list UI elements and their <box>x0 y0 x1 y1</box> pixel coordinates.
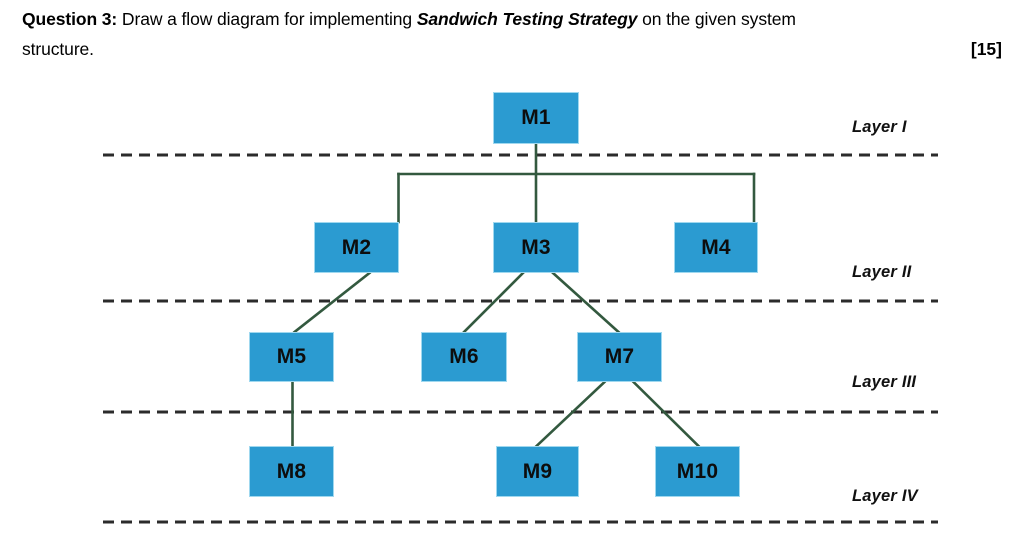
edge-m7-m10 <box>631 380 701 448</box>
module-box-m7[interactable]: M7 <box>577 332 662 382</box>
module-box-m9[interactable]: M9 <box>496 446 579 497</box>
edge-m2-m5 <box>292 271 372 334</box>
layer-label-layer-iv: Layer IV <box>852 487 918 505</box>
module-box-m5[interactable]: M5 <box>249 332 334 382</box>
layer-divider-group <box>103 153 938 524</box>
question-text-part-1: Draw a flow diagram for implementing <box>117 9 417 29</box>
module-box-m3[interactable]: M3 <box>493 222 579 273</box>
question-line-2: structure. <box>22 39 94 59</box>
module-box-m6[interactable]: M6 <box>421 332 507 382</box>
connector-group <box>291 142 756 448</box>
question-emphasis-term: Sandwich Testing Strategy <box>416 9 638 29</box>
layer-label-layer-ii: Layer II <box>852 263 912 281</box>
question-number: Question 3: <box>22 9 118 29</box>
module-box-m1[interactable]: M1 <box>493 92 579 144</box>
module-box-m2[interactable]: M2 <box>314 222 399 273</box>
module-box-m4[interactable]: M4 <box>674 222 758 273</box>
question-text-part-2: on the given system <box>637 9 796 29</box>
layer-label-layer-iii: Layer III <box>852 373 917 391</box>
question-text-block: Question 3: Draw a flow diagram for impl… <box>22 4 1002 64</box>
edge-m7-m9 <box>534 380 607 448</box>
question-line-1: Question 3: Draw a flow diagram for impl… <box>22 4 1002 34</box>
marks-badge: [15] <box>970 39 1002 59</box>
module-box-m10[interactable]: M10 <box>655 446 740 497</box>
edge-m3-m7 <box>551 271 621 334</box>
edge-m3-m6 <box>462 271 525 334</box>
layer-label-layer-i: Layer I <box>852 118 907 136</box>
module-box-m8[interactable]: M8 <box>249 446 334 497</box>
